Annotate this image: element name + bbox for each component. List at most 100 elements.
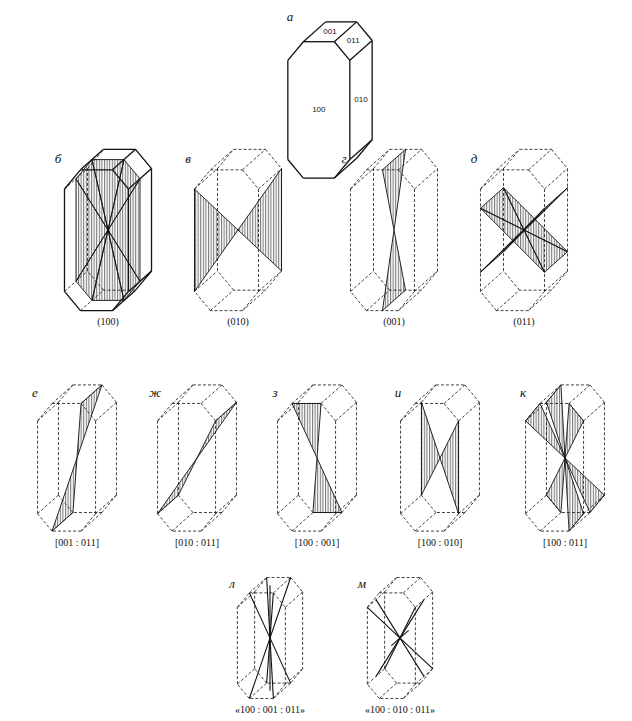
figure-letter: ж bbox=[149, 386, 161, 399]
crystal-edge bbox=[234, 290, 266, 291]
face-index: 010 bbox=[354, 96, 367, 104]
crystal-figure bbox=[367, 578, 432, 699]
crystal-edge bbox=[350, 140, 372, 160]
crystal-edge bbox=[544, 271, 567, 291]
crystal-edge bbox=[415, 385, 436, 404]
crystal-edge bbox=[242, 290, 265, 310]
crystal-edge bbox=[421, 385, 436, 402]
crystal-figure bbox=[526, 385, 605, 531]
crystal-edge bbox=[403, 684, 415, 698]
crystal-edge bbox=[64, 189, 65, 291]
crystal-edge bbox=[552, 149, 568, 168]
crystal-edge bbox=[158, 402, 179, 421]
crystal-edge bbox=[480, 271, 503, 291]
crystal-edge bbox=[102, 385, 117, 402]
symmetry-caption: (100) bbox=[97, 317, 119, 327]
crystal-edge bbox=[52, 403, 81, 404]
crystal-figure bbox=[350, 149, 437, 310]
crystal-edge bbox=[249, 698, 273, 699]
crystal-edge bbox=[414, 271, 437, 291]
symmetry-caption: «100 : 001 : 011» bbox=[235, 705, 305, 715]
crystal-edge bbox=[292, 531, 321, 532]
symmetry-plane bbox=[546, 385, 565, 458]
symmetry-caption: «100 : 010 : 011» bbox=[365, 705, 435, 715]
crystal-edge bbox=[291, 669, 303, 683]
crystal-edge bbox=[194, 291, 210, 310]
crystal-edge bbox=[287, 60, 288, 159]
crystal-edge bbox=[298, 385, 313, 402]
crystal-edge bbox=[403, 578, 420, 593]
crystal-edge bbox=[459, 495, 480, 514]
crystal-edge bbox=[540, 513, 561, 532]
crystal-edge bbox=[422, 149, 438, 168]
crystal-edge bbox=[321, 514, 336, 531]
crystal-edge bbox=[234, 149, 266, 150]
crystal-edge bbox=[178, 385, 193, 402]
crystal-edge bbox=[367, 607, 368, 684]
symmetry-plane bbox=[52, 458, 77, 531]
crystal-edge bbox=[237, 669, 254, 684]
symmetry-plane bbox=[565, 403, 584, 458]
crystal-edge bbox=[303, 41, 334, 42]
crystal-edge bbox=[496, 149, 519, 169]
crystal-edge bbox=[218, 271, 234, 290]
crystal-figure bbox=[64, 149, 151, 310]
symmetry-plane bbox=[292, 403, 321, 458]
crystal-edge bbox=[350, 170, 366, 189]
crystal-edge bbox=[552, 271, 568, 290]
crystal-edge bbox=[273, 684, 285, 698]
crystal-edge bbox=[604, 402, 605, 495]
crystal-edge bbox=[178, 402, 179, 495]
crystal-edge bbox=[321, 513, 342, 532]
crystal-edge bbox=[292, 513, 313, 532]
crystal-edge bbox=[151, 169, 152, 271]
crystal-edge bbox=[401, 402, 422, 421]
crystal-edge bbox=[480, 291, 496, 310]
crystal-edge bbox=[266, 271, 282, 290]
crystal-edge bbox=[273, 593, 285, 607]
symmetry-plane bbox=[194, 189, 238, 291]
crystal-edge bbox=[496, 290, 519, 310]
crystal-edge bbox=[242, 170, 258, 189]
crystal-edge bbox=[218, 149, 234, 168]
crystal-edge bbox=[436, 512, 465, 513]
crystal-edge bbox=[210, 169, 242, 170]
crystal-edge bbox=[385, 578, 397, 592]
crystal-edge bbox=[496, 169, 528, 170]
crystal-figure bbox=[278, 385, 357, 531]
crystal-edge bbox=[444, 514, 459, 531]
crystal-edge bbox=[95, 421, 96, 514]
symmetry-plane bbox=[77, 385, 102, 458]
crystal-edge bbox=[480, 169, 503, 189]
symmetry-plane bbox=[382, 230, 405, 311]
crystal-figure bbox=[194, 149, 281, 310]
figure-letter: к bbox=[520, 386, 526, 399]
symmetry-axis bbox=[367, 607, 432, 668]
crystal-edge bbox=[372, 40, 373, 139]
symmetry-plane bbox=[382, 149, 405, 230]
crystal-edge bbox=[401, 495, 422, 514]
symmetry-plane bbox=[440, 421, 459, 514]
crystal-figure bbox=[401, 385, 480, 531]
crystal-edge bbox=[421, 578, 433, 592]
figure-letter: в bbox=[185, 152, 191, 165]
crystal-edge bbox=[237, 593, 249, 607]
crystal-edge bbox=[303, 22, 325, 42]
crystal-edge bbox=[73, 512, 102, 513]
crystal-edge bbox=[432, 592, 433, 669]
symmetry-axis bbox=[269, 585, 270, 691]
crystal-edge bbox=[96, 495, 117, 514]
crystal-edge bbox=[194, 170, 210, 189]
symmetry-plane bbox=[480, 208, 544, 272]
crystal-edge bbox=[278, 495, 299, 514]
crystal-edge bbox=[528, 291, 544, 310]
crystal-edge bbox=[285, 592, 302, 607]
crystal-edge bbox=[356, 402, 357, 495]
crystal-figure bbox=[237, 578, 302, 699]
face-index: 100 bbox=[312, 106, 325, 114]
crystal-edge bbox=[216, 495, 237, 514]
crystal-edge bbox=[528, 290, 551, 310]
crystal-edge bbox=[102, 495, 117, 512]
crystal-edge bbox=[379, 578, 396, 593]
crystal-edge bbox=[81, 513, 102, 532]
